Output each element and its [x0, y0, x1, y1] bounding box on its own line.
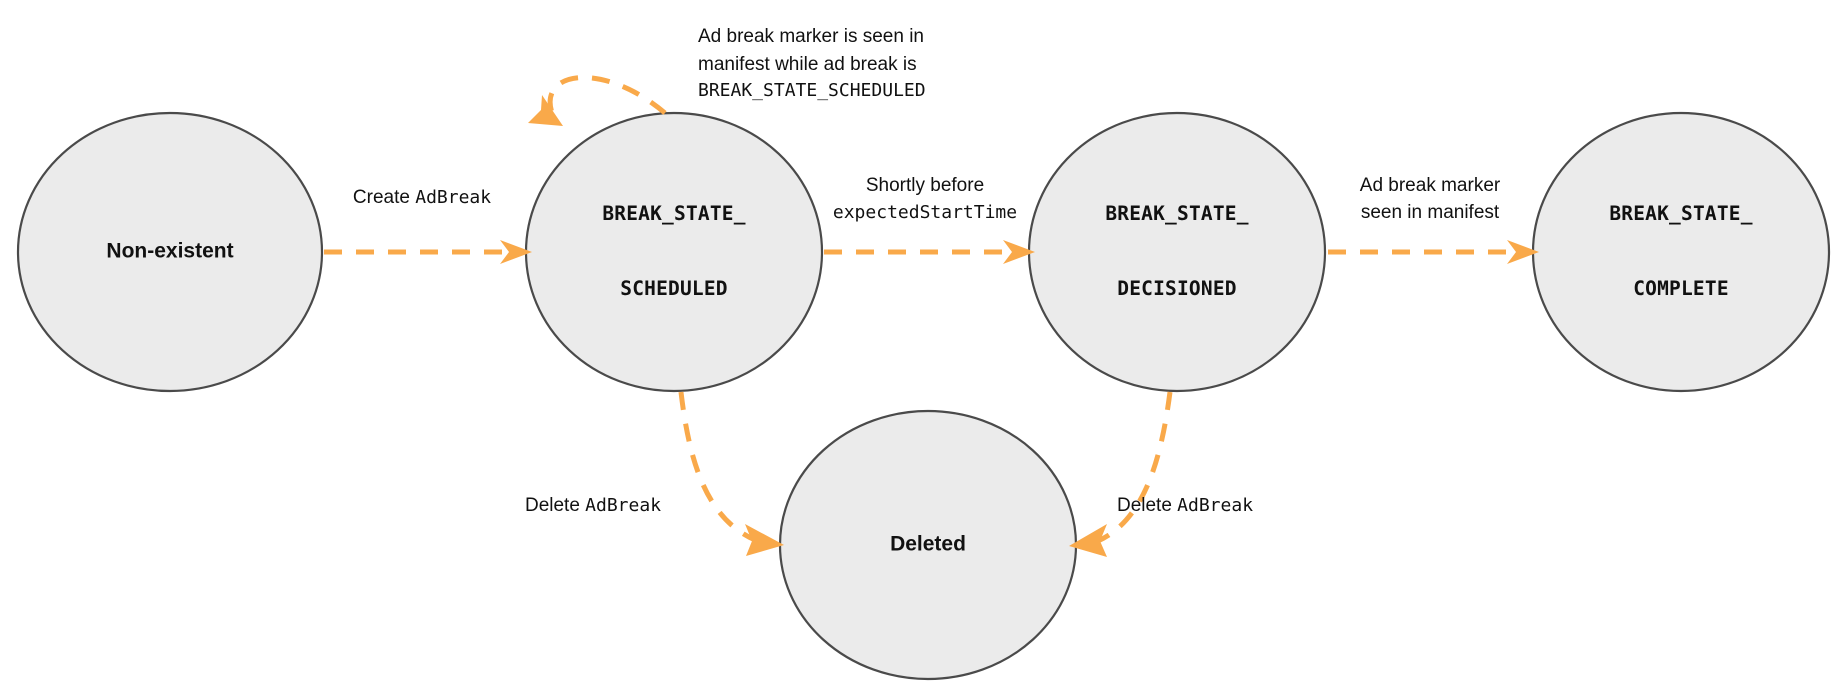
edge-label-decisioned-to-complete: Ad break marker seen in manifest [1360, 173, 1500, 227]
edge-label-scheduled-to-deleted: Delete AdBreak [525, 493, 661, 520]
edge-decisioned-to-deleted[interactable] [1069, 391, 1173, 557]
edge-label-scheduled-to-decisioned: Shortly before expectedStartTime [833, 173, 1017, 226]
node-deleted[interactable] [778, 409, 1078, 681]
edge-decisioned-to-complete[interactable] [1328, 240, 1539, 264]
edge-label-text: seen in manifest [1360, 201, 1500, 223]
annotation-line: manifest while ad break is [698, 53, 917, 75]
edge-label-text: Ad break marker [1359, 175, 1501, 196]
edge-label-code: AdBreak [1177, 495, 1254, 516]
edge-label-code: AdBreak [415, 187, 492, 208]
node-break-state-decisioned[interactable] [1027, 111, 1327, 393]
node-break-state-complete[interactable] [1531, 111, 1831, 393]
edge-label-scheduled-self-loop: Ad break marker is seen in manifest whil… [698, 23, 926, 104]
edge-label-text: Delete [524, 495, 586, 516]
annotation-line: Ad break marker is seen in [698, 26, 924, 47]
edge-label-text: Create [352, 187, 416, 208]
edge-label-decisioned-to-deleted: Delete AdBreak [1117, 493, 1253, 520]
edge-label-text: Delete [1116, 495, 1178, 516]
edge-scheduled-to-decisioned[interactable] [824, 240, 1035, 264]
annotation-line-code: BREAK_STATE_SCHEDULED [698, 80, 926, 102]
edge-scheduled-to-deleted[interactable] [678, 391, 784, 556]
node-non-existent[interactable] [16, 111, 324, 393]
edge-label-create-adbreak: Create AdBreak [353, 185, 491, 212]
edge-create-adbreak[interactable] [324, 240, 532, 264]
edge-label-code: expectedStartTime [832, 201, 1018, 223]
edge-scheduled-self-loop[interactable] [528, 75, 667, 126]
edge-label-code: AdBreak [585, 495, 662, 516]
edge-label-text: Shortly before [865, 175, 985, 196]
node-break-state-scheduled[interactable] [524, 111, 824, 393]
